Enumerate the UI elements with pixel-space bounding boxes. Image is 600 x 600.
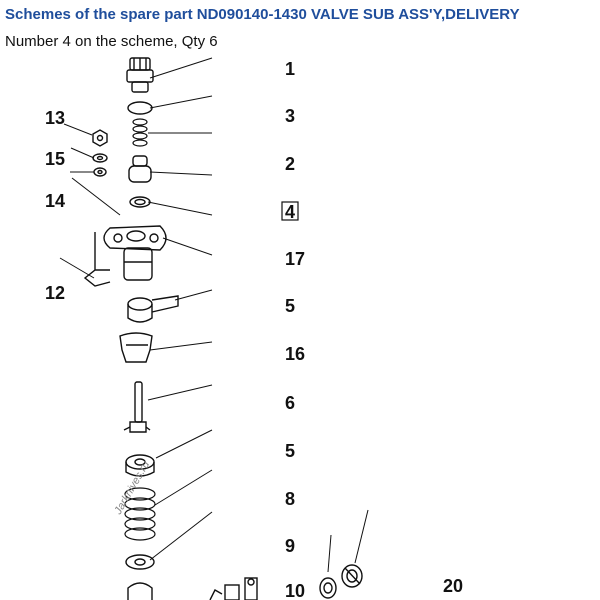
page-title: Schemes of the spare part ND090140-1430 … <box>5 6 520 23</box>
part-13-nut <box>92 129 108 147</box>
callout-5-upper[interactable]: 5 <box>285 296 295 316</box>
part-8-spring <box>124 487 156 541</box>
part-16-sleeve <box>119 332 153 363</box>
part-spring <box>132 118 148 147</box>
callout-13[interactable]: 13 <box>45 108 65 128</box>
callout-6[interactable]: 6 <box>285 393 295 413</box>
callout-5-lower[interactable]: 5 <box>285 441 295 461</box>
part-2-valve <box>128 155 152 183</box>
part-14-washer <box>93 167 107 177</box>
part-4-gasket <box>129 196 151 208</box>
callout-9[interactable]: 9 <box>285 536 295 556</box>
callout-20[interactable]: 20 <box>443 576 463 596</box>
callouts: 1 3 2 4 17 5 16 6 5 8 9 10 20 13 15 14 1… <box>45 59 463 600</box>
part-4-gasket-inner <box>134 198 146 206</box>
part-1-valve-holder <box>126 57 154 93</box>
callout-12[interactable]: 12 <box>45 283 65 303</box>
part-17-barrel-flange <box>103 225 167 281</box>
callout-16[interactable]: 16 <box>285 344 305 364</box>
part-10-roller <box>319 577 337 599</box>
callout-4[interactable]: 4 <box>285 202 295 222</box>
part-12-bracket <box>83 232 111 287</box>
part-lower-assembly <box>209 577 258 600</box>
part-20-roller <box>341 564 363 588</box>
callout-14[interactable]: 14 <box>45 191 65 211</box>
callout-17[interactable]: 17 <box>285 249 305 269</box>
part-9-lower-seat <box>125 554 155 570</box>
part-5-control-sleeve <box>127 295 179 323</box>
part-5-spring-seat <box>125 454 155 477</box>
part-tappet <box>127 582 153 600</box>
callout-15[interactable]: 15 <box>45 149 65 169</box>
callout-3[interactable]: 3 <box>285 106 295 126</box>
part-position-info: Number 4 on the scheme, Qty 6 <box>5 33 218 50</box>
leader-lines <box>59 57 369 573</box>
part-15-washer <box>92 153 108 163</box>
callout-4-highlight-box <box>281 201 299 221</box>
part-3-gasket <box>127 101 153 115</box>
callout-8[interactable]: 8 <box>285 489 295 509</box>
callout-2[interactable]: 2 <box>285 154 295 174</box>
callout-1[interactable]: 1 <box>285 59 295 79</box>
callout-10[interactable]: 10 <box>285 581 305 600</box>
part-6-plunger <box>123 381 151 433</box>
